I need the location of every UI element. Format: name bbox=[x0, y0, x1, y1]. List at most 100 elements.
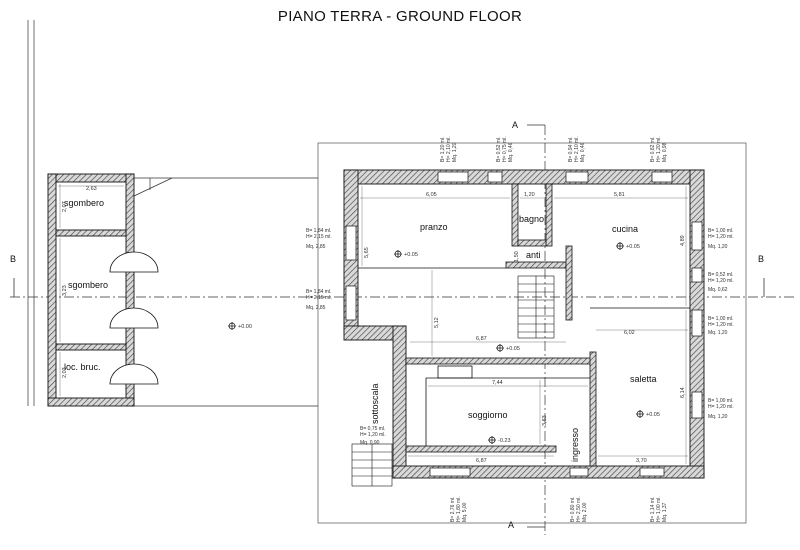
svg-text:Mq. 2,85: Mq. 2,85 bbox=[306, 305, 326, 311]
svg-text:B= 1,84 ml.: B= 1,84 ml. bbox=[306, 289, 331, 295]
level-pranzo: +0.05 bbox=[404, 252, 418, 258]
dim-shed-height-2: 3,23 bbox=[62, 285, 68, 296]
svg-text:H= 0,75 ml.: H= 0,75 ml. bbox=[502, 136, 508, 162]
window-spec-top2: B= 0,52 ml. H= 0,75 ml. Mq. 0,46 bbox=[496, 136, 514, 162]
dim-saletta-lower-width: 6,02 bbox=[624, 330, 635, 336]
dim-soggiorno-bottom-width: 6,87 bbox=[476, 458, 487, 464]
svg-text:B= 1,84 ml.: B= 1,84 ml. bbox=[306, 228, 331, 234]
svg-text:B= 1,00 ml.: B= 1,00 ml. bbox=[708, 398, 733, 404]
window-spec-right4: B= 1,00 ml. H= 1,20 ml. Mq. 1,20 bbox=[708, 398, 734, 420]
dim-corridor-width: 6,87 bbox=[476, 336, 487, 342]
level-corridor: +0.05 bbox=[506, 346, 520, 352]
window-spec-left2: B= 1,84 ml. H= 2,15 ml. Mq. 2,85 bbox=[306, 289, 332, 311]
svg-text:Mq. 0,90: Mq. 0,90 bbox=[360, 440, 380, 446]
room-label-anti: anti bbox=[526, 250, 541, 260]
svg-text:B= 0,75 ml.: B= 0,75 ml. bbox=[360, 426, 385, 432]
room-label-pranzo: pranzo bbox=[420, 222, 448, 232]
svg-text:Mq. 1,20: Mq. 1,20 bbox=[708, 414, 728, 420]
svg-text:Mq. 1,20: Mq. 1,20 bbox=[708, 244, 728, 250]
svg-text:Mq. 0,46: Mq. 0,46 bbox=[508, 142, 514, 162]
svg-text:H= 1,80 ml.: H= 1,80 ml. bbox=[456, 496, 462, 522]
window-spec-bot2: B= 0,80 ml. H= 2,50 ml. Mq. 2,00 bbox=[570, 496, 588, 522]
svg-text:B= 0,52 ml.: B= 0,52 ml. bbox=[708, 272, 733, 278]
svg-text:H= 1,20 ml.: H= 1,20 ml. bbox=[708, 322, 734, 328]
window-spec-right2: B= 0,52 ml. H= 1,20 ml. Mq. 0,62 bbox=[708, 272, 734, 293]
svg-text:H= 2,15 ml.: H= 2,15 ml. bbox=[306, 234, 332, 240]
svg-text:B= 1,00 ml.: B= 1,00 ml. bbox=[708, 316, 733, 322]
shed-door-swings bbox=[109, 251, 159, 385]
svg-text:Mq. 2,00: Mq. 2,00 bbox=[582, 502, 588, 522]
svg-text:H= 1,00 ml.: H= 1,00 ml. bbox=[656, 496, 662, 522]
svg-text:B= 0,82 ml.: B= 0,82 ml. bbox=[650, 137, 656, 162]
page-title: PIANO TERRA - GROUND FLOOR bbox=[277, 8, 523, 25]
section-label-b-right: B bbox=[758, 254, 764, 264]
svg-text:B= 0,94 ml.: B= 0,94 ml. bbox=[568, 137, 574, 162]
dim-soggiorno-height: 3,63 bbox=[542, 415, 548, 426]
svg-text:H= 1,20 ml.: H= 1,20 ml. bbox=[708, 234, 734, 240]
window-spec-left1: B= 1,84 ml. H= 2,15 ml. Mq. 2,85 bbox=[306, 228, 332, 250]
dim-pranzo-width: 6,05 bbox=[426, 192, 437, 198]
dim-shed-height-1: 2,07 bbox=[62, 201, 68, 212]
svg-text:Mq. 0,62: Mq. 0,62 bbox=[708, 287, 728, 293]
svg-text:Mq. 1,20: Mq. 1,20 bbox=[452, 142, 458, 162]
room-label-cucina: cucina bbox=[612, 224, 638, 234]
level-markers bbox=[228, 242, 644, 444]
level-cucina: +0.05 bbox=[626, 244, 640, 250]
window-spec-left3: B= 0,75 ml. H= 1,20 ml. Mq. 0,90 bbox=[360, 426, 386, 446]
window-spec-top4: B= 0,82 ml. H= 1,20 ml. Mq. 0,98 bbox=[650, 136, 668, 162]
dim-stair-height: 5,12 bbox=[434, 317, 440, 328]
dim-saletta-bottom-width: 3,70 bbox=[636, 458, 647, 464]
staircase bbox=[517, 275, 555, 339]
level-outside: +0.00 bbox=[238, 324, 252, 330]
window-spec-top1: B= 1,20 ml. H= 2,10 ml. Mq. 1,20 bbox=[440, 136, 458, 162]
dim-bagno-width: 1,20 bbox=[524, 192, 535, 198]
svg-text:H= 1,20 ml.: H= 1,20 ml. bbox=[360, 432, 386, 438]
svg-text:B= 1,14 ml.: B= 1,14 ml. bbox=[650, 497, 656, 522]
room-label-soggiorno: soggiorno bbox=[468, 410, 508, 420]
room-label-bagno: bagno bbox=[519, 214, 544, 224]
partition-lines bbox=[358, 267, 690, 446]
svg-text:H= 1,20 ml.: H= 1,20 ml. bbox=[708, 404, 734, 410]
section-label-a-top: A bbox=[512, 120, 518, 130]
window-spec-bot3: B= 1,14 ml. H= 1,00 ml. Mq. 1,37 bbox=[650, 496, 668, 522]
svg-text:H= 1,20 ml.: H= 1,20 ml. bbox=[656, 136, 662, 162]
level-soggiorno: -0.23 bbox=[498, 438, 511, 444]
room-label-sottoscala: sottoscala bbox=[370, 383, 380, 424]
room-label-loc-bruc: loc. bruc. bbox=[64, 362, 101, 372]
svg-text:H= 2,10 ml.: H= 2,10 ml. bbox=[446, 136, 452, 162]
interior-walls bbox=[405, 183, 597, 467]
dim-pranzo-height: 5,65 bbox=[364, 247, 370, 258]
svg-text:Mq. 2,85: Mq. 2,85 bbox=[306, 244, 326, 250]
window-spec-right3: B= 1,00 ml. H= 1,20 ml. Mq. 1,20 bbox=[708, 316, 734, 336]
svg-text:H= 1,20 ml.: H= 1,20 ml. bbox=[708, 278, 734, 284]
svg-text:B= 1,00 ml.: B= 1,00 ml. bbox=[708, 228, 733, 234]
dim-saletta-height: 6,14 bbox=[680, 387, 686, 398]
room-label-saletta: saletta bbox=[630, 374, 657, 384]
svg-text:Mq. 5,00: Mq. 5,00 bbox=[462, 502, 468, 522]
property-boundary bbox=[317, 142, 747, 524]
window-spec-bot1: B= 2,76 ml. H= 1,80 ml. Mq. 5,00 bbox=[450, 496, 468, 522]
svg-text:B= 1,20 ml.: B= 1,20 ml. bbox=[440, 137, 446, 162]
dim-shed-width: 2,63 bbox=[86, 186, 97, 192]
room-label-ingresso: ingresso bbox=[570, 428, 580, 462]
window-openings bbox=[345, 171, 703, 477]
svg-text:B= 0,80 ml.: B= 0,80 ml. bbox=[570, 497, 576, 522]
dim-anti-width: 1,50 bbox=[514, 251, 520, 262]
svg-text:Mq. 0,46: Mq. 0,46 bbox=[580, 142, 586, 162]
window-spec-top3: B= 0,94 ml. H= 2,10 ml. Mq. 0,46 bbox=[568, 136, 586, 162]
room-label-sgombero-mid: sgombero bbox=[68, 280, 108, 290]
svg-text:Mq. 1,20: Mq. 1,20 bbox=[708, 330, 728, 336]
dim-cucina-height: 4,89 bbox=[680, 235, 686, 246]
window-spec-right1: B= 1,00 ml. H= 1,20 ml. Mq. 1,20 bbox=[708, 228, 734, 250]
dimension-lines bbox=[58, 184, 688, 464]
svg-text:H= 2,15 ml.: H= 2,15 ml. bbox=[306, 295, 332, 301]
svg-text:Mq. 0,98: Mq. 0,98 bbox=[662, 142, 668, 162]
entrance-steps bbox=[351, 443, 393, 487]
dim-soggiorno-width: 7,44 bbox=[492, 380, 503, 386]
room-label-sgombero-top: sgombero bbox=[64, 198, 104, 208]
svg-text:H= 2,50 ml.: H= 2,50 ml. bbox=[576, 496, 582, 522]
shed-walls bbox=[47, 173, 135, 407]
svg-text:B= 0,52 ml.: B= 0,52 ml. bbox=[496, 137, 502, 162]
dim-shed-height-3: 2,03 bbox=[62, 367, 68, 378]
